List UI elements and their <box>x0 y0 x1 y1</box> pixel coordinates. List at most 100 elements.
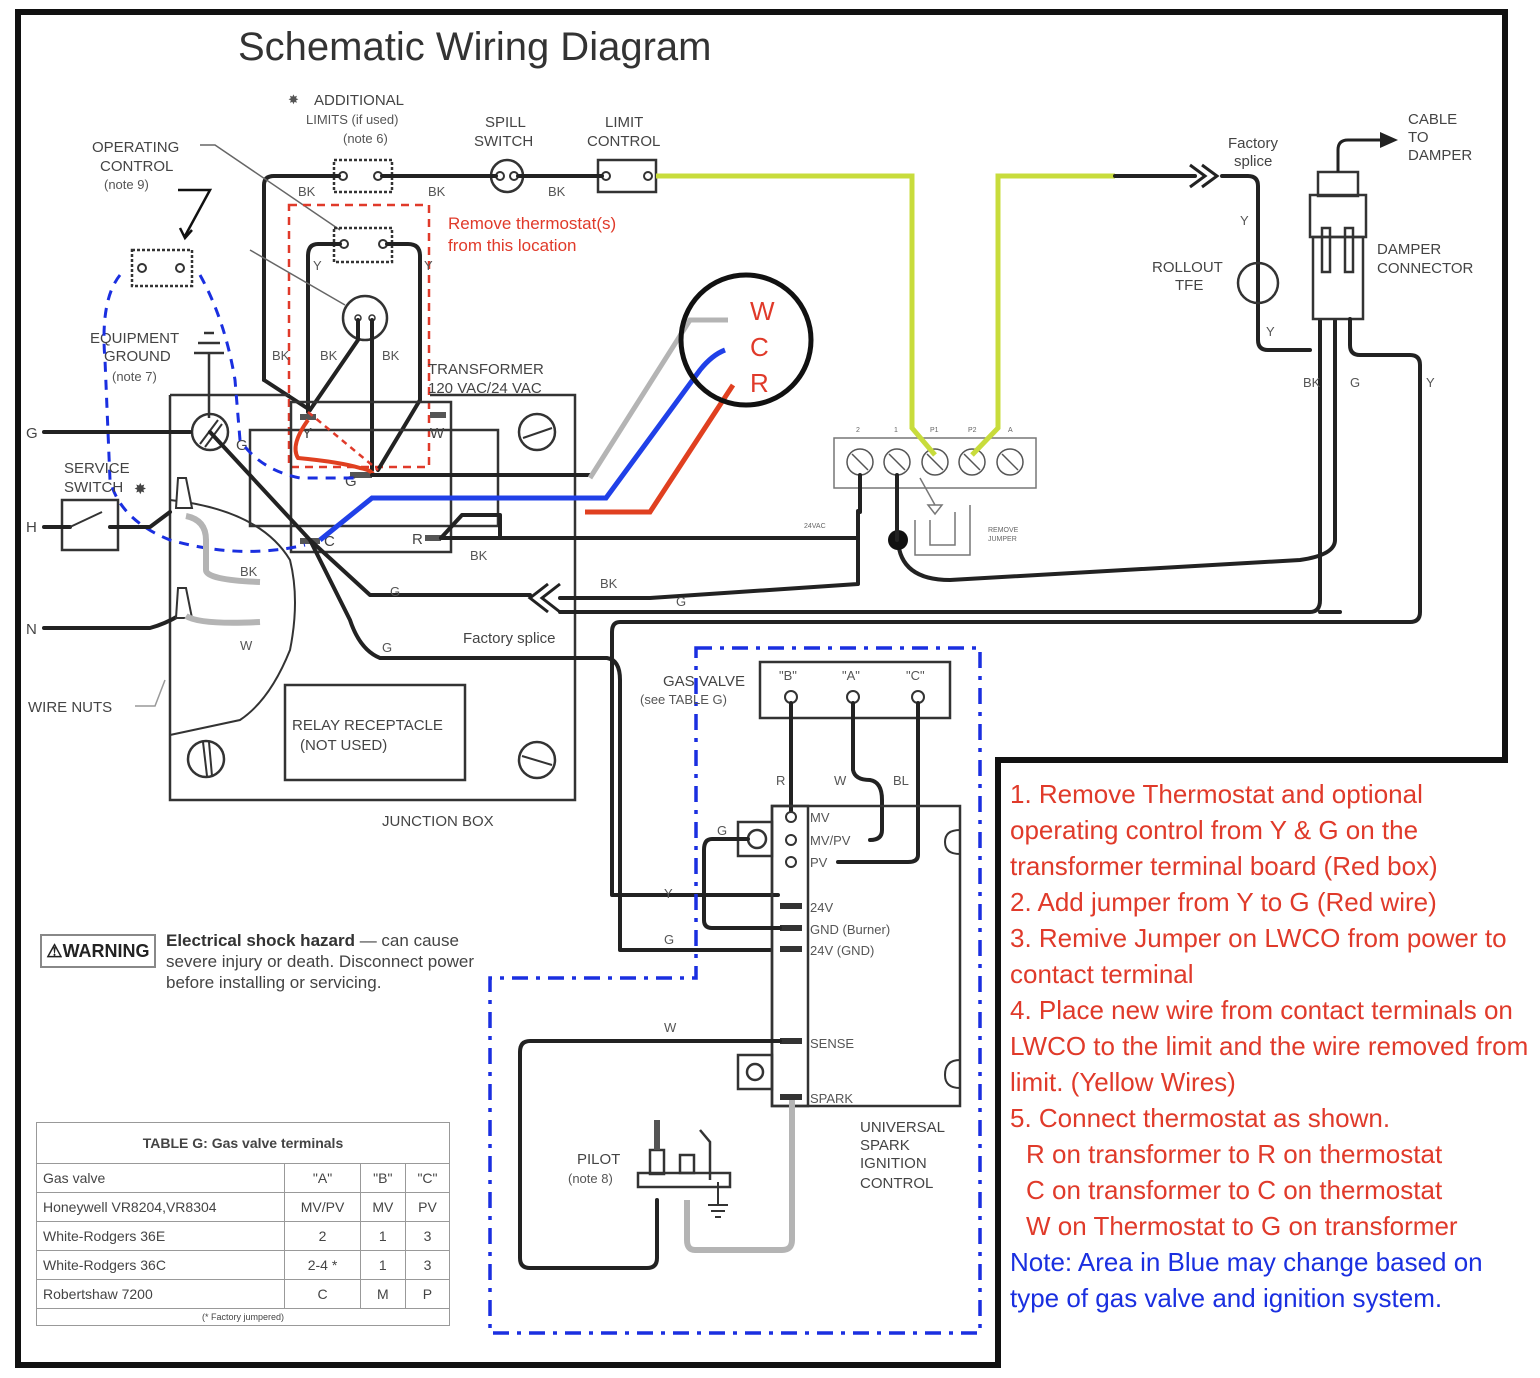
table-cell: White-Rodgers 36C <box>35 1250 286 1280</box>
table-row: Honeywell VR8204,VR8304 MV/PV MV PV <box>35 1192 451 1222</box>
table-cell: PV <box>404 1192 451 1222</box>
instruction-substep: C on transformer to C on thermostat <box>1026 1175 1443 1205</box>
wire-label-r: R <box>776 773 785 788</box>
label-line-h: H <box>26 519 37 536</box>
wire-label-bk: BK <box>1303 375 1321 390</box>
wire-label-y: Y <box>1266 324 1275 339</box>
table-cell: 2-4 * <box>284 1250 361 1280</box>
table-cell: 1 <box>359 1250 406 1280</box>
gas-valve-terminal-b: "B" <box>779 668 797 683</box>
arrow-right-icon <box>1380 132 1398 148</box>
label-damper-connector: DAMPER <box>1377 241 1441 258</box>
wire-label-w: W <box>664 1020 677 1035</box>
control-terminal-24v-gnd: 24V (GND) <box>810 943 874 958</box>
lwco-terminal-label: 1 <box>894 427 898 434</box>
label-remove-thermostat: Remove thermostat(s) <box>448 214 616 233</box>
label-relay-receptacle: RELAY RECEPTACLE <box>292 717 443 734</box>
wire-label-g: G <box>382 640 392 655</box>
label-factory-splice-top-2: splice <box>1234 153 1272 170</box>
wire-label-bl: BL <box>893 773 909 788</box>
warning-badge-text: WARNING <box>62 941 150 961</box>
gas-valve-terminal-c: "C" <box>906 668 925 683</box>
label-damper-connector-2: CONNECTOR <box>1377 260 1474 277</box>
label-relay-receptacle-2: (NOT USED) <box>300 737 387 754</box>
label-pilot-2: (note 8) <box>568 1171 613 1186</box>
label-rollout-2: TFE <box>1175 277 1203 294</box>
service-switch <box>60 498 120 552</box>
control-terminal-mvpv: MV/PV <box>810 833 851 848</box>
table-cell: 1 <box>359 1221 406 1251</box>
thermostat-terminal-r: R <box>750 368 769 398</box>
asterisk-icon: ✸ <box>288 92 299 107</box>
thermostat-wire-r <box>585 383 736 515</box>
label-line-g: G <box>26 425 38 442</box>
label-spill-switch-2: SWITCH <box>474 133 533 150</box>
wire-label-bk: BK <box>272 348 290 363</box>
instructions-panel: 1. Remove Thermostat and optional operat… <box>1010 776 1530 1316</box>
thermostat-wire-w <box>587 317 728 480</box>
remove-thermostat-box <box>287 203 431 469</box>
factory-splice-icon <box>1189 163 1220 189</box>
diagram-title: Schematic Wiring Diagram <box>238 25 711 69</box>
wire-label-g: G <box>717 823 727 838</box>
table-caption: TABLE G: Gas valve terminals <box>36 1122 450 1164</box>
wire-label-g: G <box>664 932 674 947</box>
lwco-terminal-label: 2 <box>856 427 860 434</box>
thermostat-terminal-c: C <box>750 332 769 362</box>
relay-receptacle <box>283 683 467 782</box>
wire-label-bk: BK <box>240 564 258 579</box>
instruction-step: 1. Remove Thermostat and optional operat… <box>1010 779 1438 881</box>
wire-label-w: W <box>834 773 847 788</box>
label-gas-valve-2: (see TABLE G) <box>640 692 727 707</box>
wire-label-g: G <box>1350 375 1360 390</box>
label-transformer: TRANSFORMER <box>428 361 544 378</box>
instruction-step: 5. Connect thermostat as shown. <box>1010 1103 1391 1133</box>
thermostat-disc <box>341 294 389 342</box>
warning-headline: Electrical shock hazard <box>166 931 355 950</box>
wire-label-y: Y <box>1240 213 1249 228</box>
table-header: "A" <box>284 1163 361 1193</box>
table-row: Robertshaw 7200 C M P <box>35 1279 451 1309</box>
table-cell: P <box>404 1279 451 1309</box>
label-cable-to-damper-2: TO <box>1408 129 1429 146</box>
label-cable-to-damper: CABLE <box>1408 111 1457 128</box>
rollout-switch <box>1236 261 1280 305</box>
ground-icon <box>708 1182 728 1218</box>
instruction-step: 3. Remive Jumper on LWCO from power to c… <box>1010 923 1507 989</box>
label-operating-control-2: CONTROL <box>100 158 173 175</box>
terminal-g: G <box>345 473 357 490</box>
label-limit-control-2: CONTROL <box>587 133 660 150</box>
warning-body: — can cause severe injury or death. Disc… <box>166 931 475 992</box>
table-header: "C" <box>404 1163 451 1193</box>
wire-label-bk: BK <box>428 184 446 199</box>
instruction-substep: R on transformer to R on thermostat <box>1026 1139 1443 1169</box>
spark-lead <box>684 1100 795 1253</box>
gas-valve-area-box <box>488 646 982 1335</box>
lwco-terminals: 2 1 P1 P2 A <box>856 427 1013 434</box>
wire-label-g: G <box>236 437 248 454</box>
yellow-wire-limit <box>656 173 937 457</box>
wire-label-bk: BK <box>298 184 316 199</box>
control-terminal-sense: SENSE <box>810 1036 854 1051</box>
wire-label-bk: BK <box>382 348 400 363</box>
lwco-terminal-label: P1 <box>930 427 939 434</box>
warning-text: Electrical shock hazard — can cause seve… <box>166 930 506 993</box>
label-line-n: N <box>26 621 37 638</box>
label-factory-splice-top: Factory <box>1228 135 1279 152</box>
warning-badge: ⚠WARNING <box>40 934 156 968</box>
table-row: White-Rodgers 36C 2-4 * 1 3 <box>35 1250 451 1280</box>
label-remove-thermostat-2: from this location <box>448 236 577 255</box>
instruction-step: 2. Add jumper from Y to G (Red wire) <box>1010 887 1437 917</box>
table-cell: 3 <box>404 1221 451 1251</box>
operating-control-switch <box>130 248 194 288</box>
thermostat-wire-c <box>318 347 726 542</box>
table-cell: Honeywell VR8204,VR8304 <box>35 1192 286 1222</box>
label-24vac: 24VAC <box>804 523 826 530</box>
wire-label-y: Y <box>424 258 433 273</box>
table-row: White-Rodgers 36E 2 1 3 <box>35 1221 451 1251</box>
wire-label-g: G <box>676 594 686 609</box>
control-terminal-pv: PV <box>810 855 828 870</box>
instruction-step: 4. Place new wire from contact terminals… <box>1010 995 1529 1097</box>
label-factory-splice: Factory splice <box>463 630 556 647</box>
label-spark-control-3: IGNITION <box>860 1155 927 1172</box>
